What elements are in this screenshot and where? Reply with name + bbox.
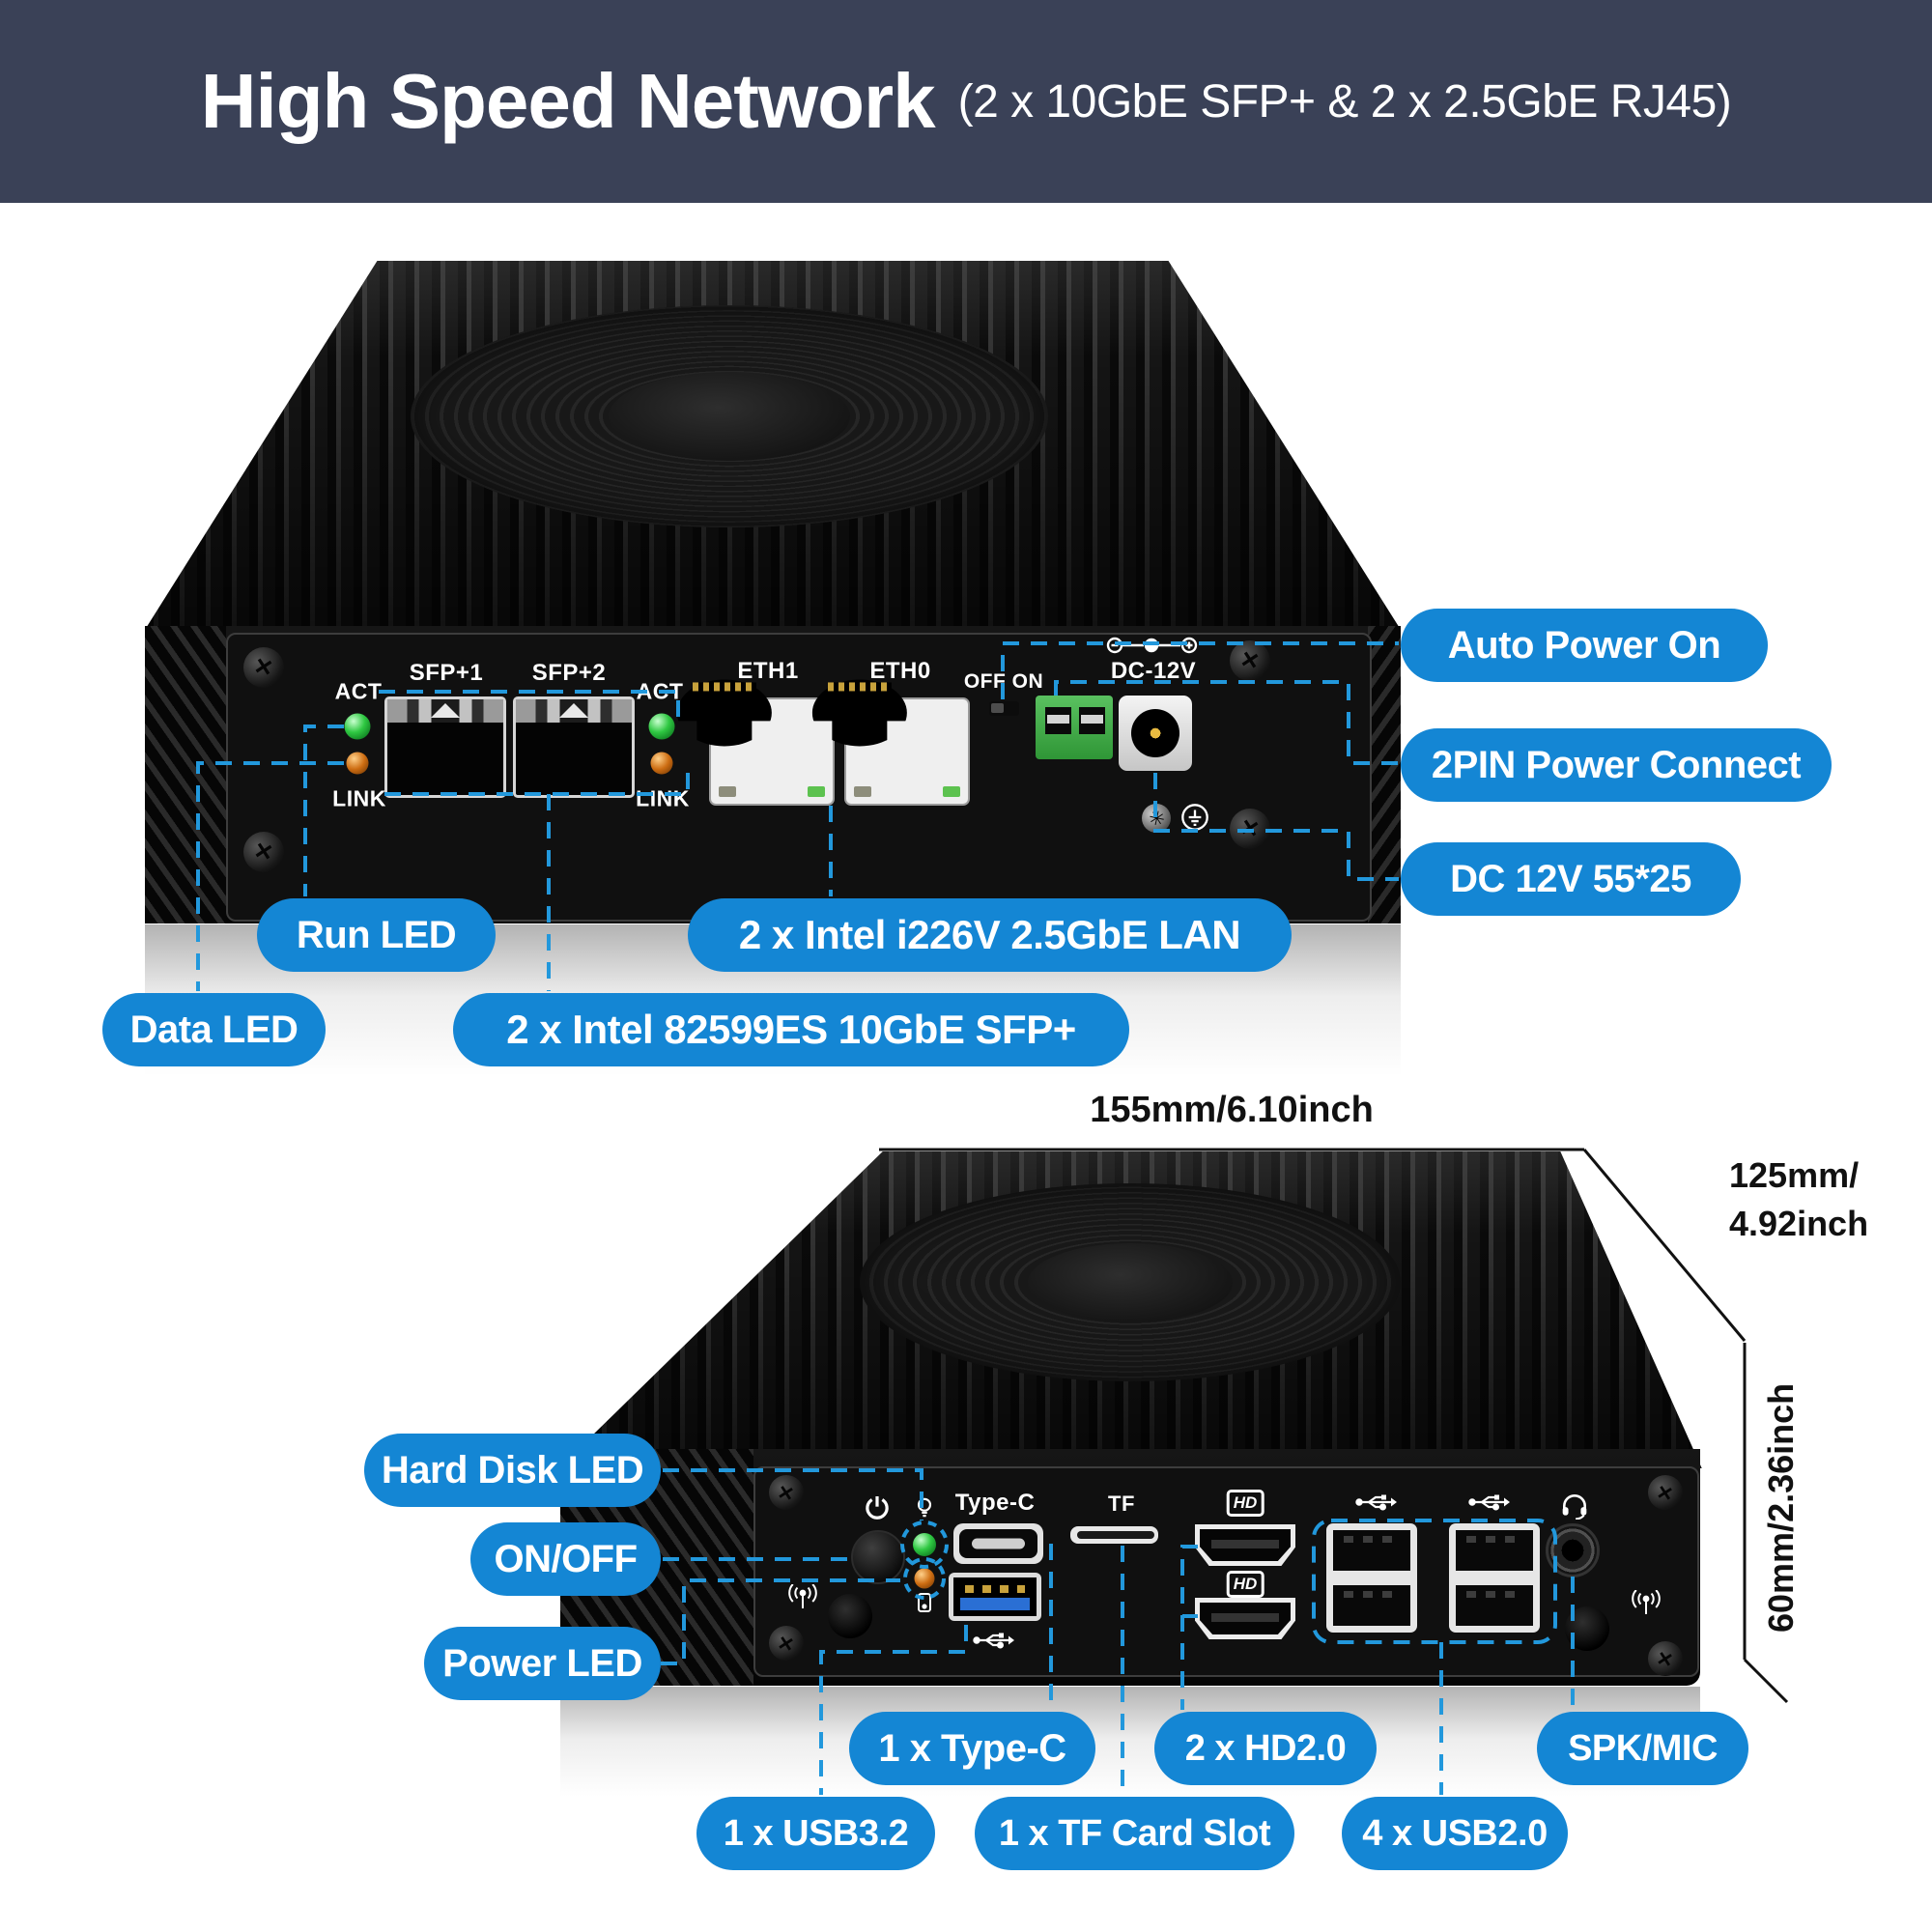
headset-icon xyxy=(1562,1494,1587,1520)
screw-icon: × xyxy=(1230,640,1270,681)
page-title: High Speed Network xyxy=(200,58,936,144)
dc-polarity-icon xyxy=(1106,637,1198,654)
eth0-port xyxy=(811,679,970,806)
act-left-label: ACT xyxy=(334,678,383,704)
usb-icon xyxy=(973,1633,1014,1649)
screw-icon: × xyxy=(1648,1475,1683,1510)
link-right-label: LINK xyxy=(636,785,690,811)
hard-drive-icon xyxy=(918,1593,931,1612)
usb-icon xyxy=(1355,1494,1397,1511)
2pin-terminal-block xyxy=(1036,696,1113,759)
callout-spk-mic: SPK/MIC xyxy=(1537,1712,1748,1785)
eth1-label: ETH1 xyxy=(737,658,799,684)
link-led-right xyxy=(650,752,673,775)
callout-2x-hd: 2 x HD2.0 xyxy=(1154,1712,1377,1785)
link-left-label: LINK xyxy=(332,785,386,811)
screw-icon: × xyxy=(243,832,284,872)
callout-hard-disk-led: Hard Disk LED xyxy=(364,1434,661,1507)
hd-icon: HD xyxy=(1226,1490,1264,1517)
hdmi-port-2 xyxy=(1195,1598,1295,1639)
tf-card-slot xyxy=(1070,1526,1158,1544)
page-subtitle: (2 x 10GbE SFP+ & 2 x 2.5GbE RJ45) xyxy=(957,75,1732,128)
callout-auto-power-on: Auto Power On xyxy=(1401,609,1768,682)
dc-power-jack xyxy=(1119,696,1192,771)
dimension-width: 155mm/6.10inch xyxy=(1090,1090,1374,1130)
callout-1x-tf-slot: 1 x TF Card Slot xyxy=(975,1797,1294,1870)
callout-power-led: Power LED xyxy=(424,1627,661,1700)
callout-2x-sfp: 2 x Intel 82599ES 10GbE SFP+ xyxy=(453,993,1129,1066)
antenna-icon xyxy=(788,1584,817,1608)
screw-icon: × xyxy=(1230,809,1270,849)
callout-run-led: Run LED xyxy=(257,898,496,972)
sfp-port-1 xyxy=(384,696,506,798)
callout-1x-type-c: 1 x Type-C xyxy=(849,1712,1095,1785)
usb3-port xyxy=(949,1573,1041,1621)
usb2-port-pair-1 xyxy=(1326,1523,1417,1633)
power-led xyxy=(913,1533,936,1556)
bottom-device-fan-grille xyxy=(860,1183,1401,1381)
antenna-icon xyxy=(1632,1590,1661,1614)
screw-icon: × xyxy=(769,1626,804,1661)
screw-icon: × xyxy=(1648,1641,1683,1676)
type-c-label: Type-C xyxy=(954,1490,1036,1516)
hdd-led xyxy=(914,1568,935,1589)
screw-icon: × xyxy=(769,1475,804,1510)
callout-data-led: Data LED xyxy=(102,993,326,1066)
hd-icon: HD xyxy=(1226,1571,1264,1598)
tf-label: TF xyxy=(1108,1492,1135,1516)
bottom-device-reflection xyxy=(560,1687,1700,1803)
screw-icon: × xyxy=(243,647,284,688)
act-led-right xyxy=(648,713,675,740)
type-c-port xyxy=(953,1523,1043,1564)
callout-2x-lan: 2 x Intel i226V 2.5GbE LAN xyxy=(688,898,1292,972)
dc-12v-label: DC-12V xyxy=(1110,658,1197,684)
callout-2pin-power-connect: 2PIN Power Connect xyxy=(1401,728,1832,802)
dimension-depth: 125mm/ 4.92inch xyxy=(1729,1155,1869,1244)
top-device-fan-grille xyxy=(411,305,1048,527)
callout-1x-usb3: 1 x USB3.2 xyxy=(696,1797,935,1870)
callout-on-off: ON/OFF xyxy=(470,1522,661,1596)
power-button xyxy=(851,1530,905,1584)
chassis-screw-icon: ✳ xyxy=(1142,804,1171,833)
callout-dc-12v-spec: DC 12V 55*25 xyxy=(1401,842,1741,916)
link-led-left xyxy=(346,752,369,775)
power-switch xyxy=(989,701,1019,716)
sfp2-label: SFP+2 xyxy=(531,660,607,686)
antenna-hole xyxy=(828,1594,872,1638)
antenna-hole xyxy=(1565,1606,1609,1651)
ground-icon xyxy=(1181,804,1208,831)
header-banner: High Speed Network (2 x 10GbE SFP+ & 2 x… xyxy=(0,0,1932,203)
power-switch-label: OFF ON xyxy=(963,670,1044,693)
bulb-icon xyxy=(917,1497,932,1518)
sfp-port-2 xyxy=(513,696,635,798)
sfp1-label: SFP+1 xyxy=(409,660,484,686)
act-led-left xyxy=(344,713,371,740)
power-icon xyxy=(866,1496,889,1520)
callout-4x-usb2: 4 x USB2.0 xyxy=(1342,1797,1568,1870)
hdmi-port-1 xyxy=(1195,1524,1295,1566)
usb2-port-pair-2 xyxy=(1449,1523,1540,1633)
dimension-height: 60mm/2.36inch xyxy=(1761,1382,1801,1634)
act-right-label: ACT xyxy=(636,678,684,704)
audio-jack xyxy=(1546,1523,1600,1577)
usb-icon xyxy=(1468,1494,1510,1511)
eth0-label: ETH0 xyxy=(869,658,931,684)
